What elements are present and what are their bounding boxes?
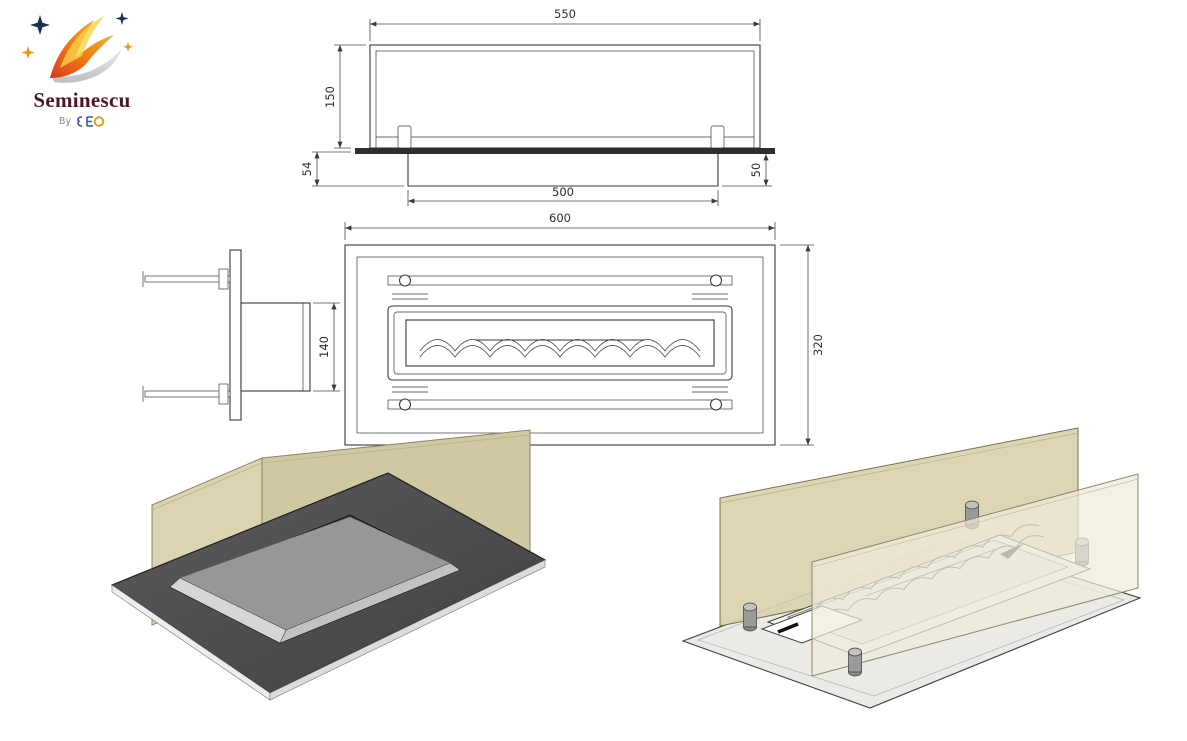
recess-floor xyxy=(180,517,450,630)
lid-handle xyxy=(777,622,799,634)
side-profile-view: 140 xyxy=(142,249,340,421)
glass-edge-left xyxy=(151,462,263,511)
burner-housing-inner xyxy=(393,311,727,375)
mounting-flange xyxy=(355,148,775,154)
glass-edge-right xyxy=(261,434,531,464)
dimension-top-width: 550 xyxy=(369,7,761,41)
front-glass-edge xyxy=(811,478,1139,568)
dim-label-50: 50 xyxy=(749,163,763,178)
dim-label-550: 550 xyxy=(554,7,576,21)
dim-label-140: 140 xyxy=(317,336,331,358)
tank-body-profile xyxy=(240,302,311,392)
clamp-bolt-top xyxy=(218,268,229,290)
dim-label-600: 600 xyxy=(549,211,571,225)
dimension-height: 140 xyxy=(313,302,340,392)
logo-flame-highlight xyxy=(60,16,104,68)
bolt-hole xyxy=(398,274,412,287)
brand-byline: By xyxy=(59,115,105,128)
front-elevation-view: 550 150 54 500 xyxy=(300,7,775,206)
iso-view-insert xyxy=(110,429,547,701)
dimension-width: 600 xyxy=(344,211,776,240)
mounting-rail-top xyxy=(387,275,733,286)
mounting-rail-bottom xyxy=(387,399,733,410)
recess-wall-front-right xyxy=(279,562,461,644)
dim-label-320: 320 xyxy=(811,334,825,356)
brand-name: Seminescu xyxy=(33,88,131,112)
front-glass-panel xyxy=(811,473,1139,677)
bolt-hole xyxy=(709,274,723,287)
mounting-clip-left xyxy=(397,125,412,149)
bolt-hole xyxy=(398,398,412,411)
mounting-clip-right xyxy=(710,125,725,149)
clip-marks xyxy=(392,293,728,393)
bolt-hole xyxy=(709,398,723,411)
clamp-bolt-bottom xyxy=(218,383,229,405)
byline-label: By xyxy=(58,116,72,127)
wall-plate xyxy=(229,249,242,421)
logo-swoosh xyxy=(52,48,122,83)
burner-body-outline xyxy=(369,44,761,149)
flame-wave-pattern-lower xyxy=(419,345,701,358)
sparkle-icons xyxy=(21,12,133,59)
dimension-depth: 320 xyxy=(780,244,825,446)
back-glass-edge xyxy=(719,432,1079,504)
plate-edge-right xyxy=(269,559,546,701)
flame-wave-pattern xyxy=(419,339,701,352)
dim-label-150: 150 xyxy=(323,86,337,108)
brand-logo: Seminescu By xyxy=(12,6,152,128)
dimension-body-height: 150 xyxy=(323,44,366,149)
iso-view-burner xyxy=(681,427,1142,709)
dimension-recess-depth: 50 xyxy=(722,154,772,187)
wall-recess-outline xyxy=(407,154,719,187)
glass-clamp-bolt xyxy=(848,647,862,677)
brand-flame-icon xyxy=(21,12,133,83)
burner-tray xyxy=(405,319,715,367)
plan-view: 600 320 xyxy=(344,211,825,446)
byline-logo-icon xyxy=(77,116,105,127)
dimension-flange-offset: 54 xyxy=(300,151,404,187)
mounting-bar-bottom xyxy=(144,390,231,398)
dim-label-500: 500 xyxy=(552,185,574,199)
dimension-bottom-width: 500 xyxy=(407,185,719,206)
dim-label-54: 54 xyxy=(300,162,314,177)
frame-inner-line xyxy=(356,256,764,434)
mounting-bar-top xyxy=(144,275,231,283)
glass-clamp-bolt xyxy=(743,602,757,632)
